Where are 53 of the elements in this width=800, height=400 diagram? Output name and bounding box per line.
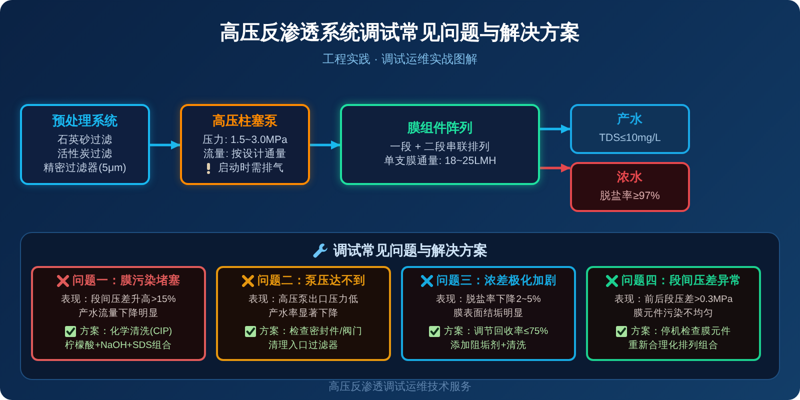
box-text: 流量: 按设计通量 xyxy=(204,148,286,162)
process-box xyxy=(180,104,310,185)
title: 高压反渗透系统调试常见问题与解决方案 xyxy=(220,21,580,46)
solution-text: 添加阻垢剂+清洗 xyxy=(450,338,526,353)
box-text: 石英砂过滤 xyxy=(58,134,112,148)
box-text: 精密过滤器(5μm) xyxy=(44,162,126,176)
box-text: 启动时需排气 xyxy=(218,162,284,176)
symptom-text: 表现：前后段压差>0.3MPa xyxy=(614,293,733,307)
box-title: 预处理系统 xyxy=(52,113,118,130)
symptom-text: 表现：脱盐率下降2~5% xyxy=(436,293,541,307)
output-box xyxy=(570,162,690,212)
solution-text: 柠檬酸+NaOH+SDS组合 xyxy=(64,338,172,353)
card-title: 问题三：浓差极化加剧 xyxy=(436,274,556,288)
box-text: 脱盐率≥97% xyxy=(600,190,660,204)
arrow xyxy=(150,140,180,150)
arrow xyxy=(540,164,570,172)
box-text: 一段 + 二段串联排列 xyxy=(390,141,490,155)
problem-card xyxy=(401,266,576,361)
symptom-text: 表现：高压泵出口压力低 xyxy=(248,293,358,307)
symptom-text: 产水率显著下降 xyxy=(268,306,338,321)
box-text: 压力: 1.5~3.0MPa xyxy=(202,134,288,148)
solution-text: 方案：检查密封件/阀门 xyxy=(260,324,362,339)
symptom-text: 膜元件污染不均匀 xyxy=(634,306,714,321)
problem-card xyxy=(586,266,761,361)
symptom-text: 表现：段间压差升高>15% xyxy=(61,293,176,307)
problem-panel xyxy=(20,232,780,380)
box-title: 膜组件阵列 xyxy=(408,120,472,136)
solution-text: 方案：化学清洗(CIP) xyxy=(80,324,172,339)
subtitle: 工程实践 · 调试运维实战图解 xyxy=(322,52,478,67)
footer-text: 高压反渗透调试运维技术服务 xyxy=(328,381,472,395)
solution-text: 清理入口过滤器 xyxy=(268,338,338,353)
box-title: 产水 xyxy=(617,112,643,128)
solution-text: 方案：停机检查膜元件 xyxy=(631,324,731,339)
box-text: 活性炭过滤 xyxy=(58,148,112,162)
symptom-text: 膜表面结垢明显 xyxy=(454,306,524,321)
box-text: 单支膜通量: 18~25LMH xyxy=(384,155,496,169)
solution-text: 方案：调节回收率≤75% xyxy=(444,324,548,339)
box-text: TDS≤10mg/L xyxy=(599,132,661,146)
box-title: 浓水 xyxy=(617,170,643,186)
card-title: 问题四：段间压差异常 xyxy=(622,274,742,288)
card-title: 问题二：泵压达不到 xyxy=(258,274,366,288)
card-title: 问题一：膜污染堵塞 xyxy=(72,274,180,288)
problem-card xyxy=(216,266,391,361)
process-box xyxy=(340,104,540,185)
problem-card xyxy=(31,266,206,361)
solution-text: 重新合理化排列组合 xyxy=(628,338,718,353)
arrow xyxy=(540,124,570,134)
output-box xyxy=(570,104,690,154)
arrow xyxy=(310,140,340,150)
process-box xyxy=(20,104,150,185)
panel-title: 调试常见问题与解决方案 xyxy=(334,242,488,260)
box-title: 高压柱塞泵 xyxy=(212,113,278,130)
symptom-text: 产水流量下降明显 xyxy=(78,306,158,321)
